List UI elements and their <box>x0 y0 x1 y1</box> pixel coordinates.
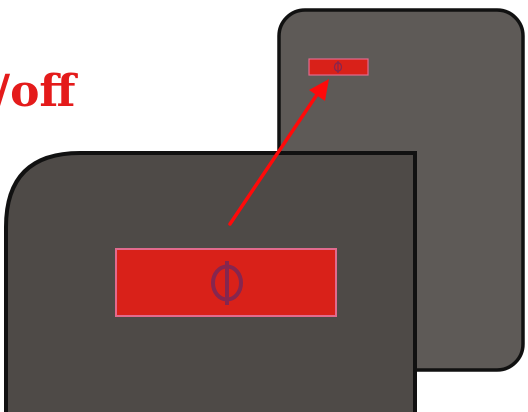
front-device-panel <box>4 151 417 412</box>
arrow-head <box>309 79 329 101</box>
rear-power-toggle-icon <box>333 61 343 73</box>
power-on-off-caption: /off <box>0 66 76 117</box>
pointer-arrow <box>228 79 329 226</box>
power-toggle-icon <box>211 261 243 305</box>
